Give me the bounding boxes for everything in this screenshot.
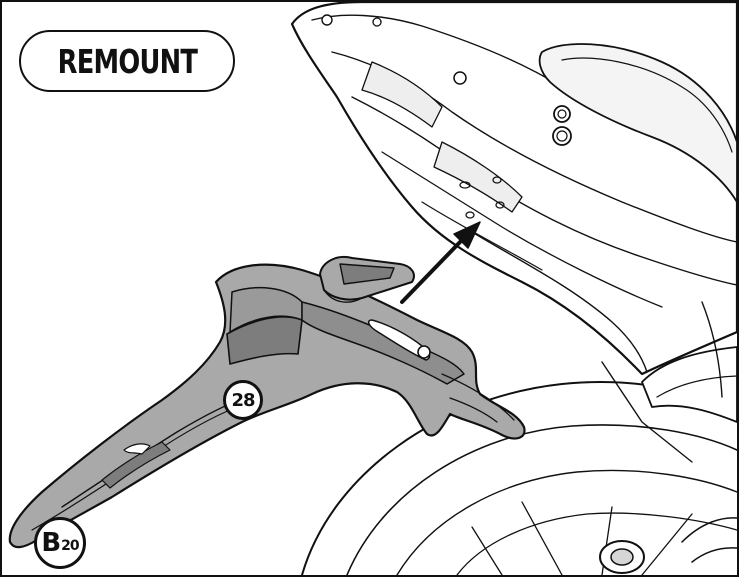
part-number-callout-28: 28 bbox=[223, 380, 263, 420]
part-number-label: 28 bbox=[231, 389, 255, 411]
part-subscript-label: 20 bbox=[61, 538, 80, 554]
section-title-pill: REMOUNT bbox=[19, 30, 235, 92]
plate-holder-part bbox=[8, 256, 526, 549]
tail-body bbox=[290, 2, 737, 398]
direction-arrow-icon bbox=[400, 221, 481, 304]
rear-subframe bbox=[601, 346, 737, 463]
rear-wheel bbox=[301, 381, 737, 575]
part-letter-label: B bbox=[41, 528, 62, 558]
section-title: REMOUNT bbox=[57, 41, 197, 81]
part-number-callout-b20: B 20 bbox=[34, 517, 86, 569]
